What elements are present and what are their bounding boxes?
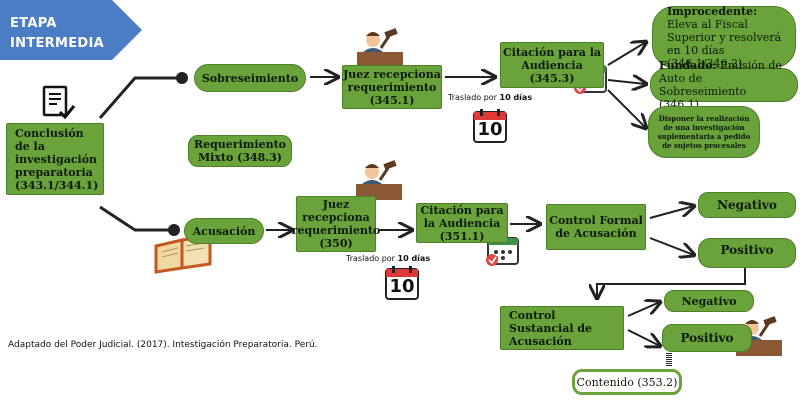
source-credit: Adaptado del Poder Judicial. (2017). Int…	[8, 340, 318, 350]
node-fundado: Fundado: Emisión de Auto de Sobreseimien…	[650, 59, 798, 111]
document-check-icon	[42, 85, 76, 120]
traslado-note-2: Traslado por 10 días	[346, 254, 431, 263]
banner-line-1: ETAPA	[10, 16, 57, 31]
banner-line-2: INTERMEDIA	[10, 36, 104, 51]
calendar-day-2: 10	[389, 276, 415, 297]
node-sobreseimiento: Sobreseimiento	[194, 64, 306, 92]
calendar-day: 10	[477, 119, 503, 140]
node-acusacion: Acusación	[184, 218, 264, 244]
judge-icon-2	[356, 160, 402, 200]
node-citacion-1: Citación para la Audiencia (345.3)	[500, 42, 604, 88]
node-positivo-2: Positivo	[662, 324, 752, 352]
node-requerimiento-mixto: Requerimiento Mixto (348.3)	[188, 135, 292, 167]
open-book-icon	[154, 234, 212, 274]
node-disponer: Disponer la realización de una investiga…	[648, 106, 760, 158]
calendar-10-icon: 10	[472, 108, 508, 144]
judge-icon	[357, 28, 403, 68]
banner-arrow-shape	[0, 0, 142, 60]
node-juez-recepciona-1: Juez recepciona requerimiento (345.1)	[342, 65, 442, 109]
node-negativo-2: Negativo	[664, 290, 754, 312]
node-negativo-1: Negativo	[698, 192, 796, 218]
node-contenido: Contenido (353.2)	[572, 369, 682, 395]
node-juez-recepciona-2: Juez recepciona requerimiento (350)	[291, 196, 381, 252]
node-control-sustancial: Control Sustancial de Acusación	[500, 306, 624, 350]
calendar-10-icon-2: 10	[384, 265, 420, 301]
node-control-formal: Control Formal de Acusación	[546, 204, 646, 250]
node-citacion-2: Citación para la Audiencia (351.1)	[416, 203, 508, 243]
node-positivo-1: Positivo	[698, 238, 796, 268]
traslado-note-1: Traslado por 10 días	[448, 93, 533, 102]
node-conclusion: Conclusión de la investigación preparato…	[6, 123, 104, 195]
node-improcedente: Improcedente: Eleva al Fiscal Superior y…	[652, 5, 796, 70]
